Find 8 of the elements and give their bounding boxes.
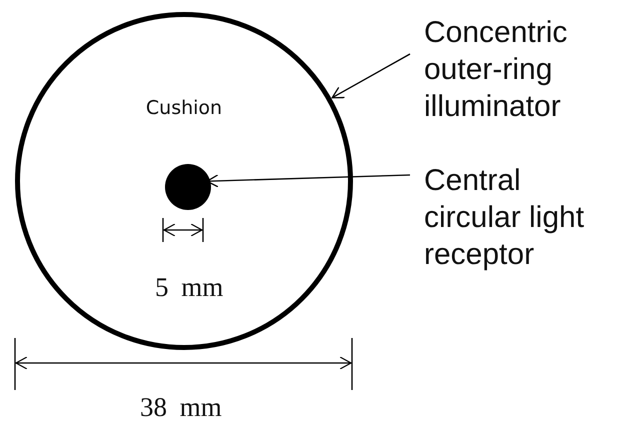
outer-ring-illuminator bbox=[15, 12, 353, 350]
cushion-label: Cushion bbox=[144, 97, 224, 119]
light-receptor-dot bbox=[165, 164, 211, 210]
dimension-label: 38 mm bbox=[140, 392, 222, 423]
dimension-label: 5 mm bbox=[155, 272, 224, 303]
callout-text: Concentric outer-ring illuminator bbox=[424, 14, 616, 125]
leader-arrow bbox=[332, 53, 410, 98]
callout-text: Central circular light receptor bbox=[424, 162, 616, 273]
